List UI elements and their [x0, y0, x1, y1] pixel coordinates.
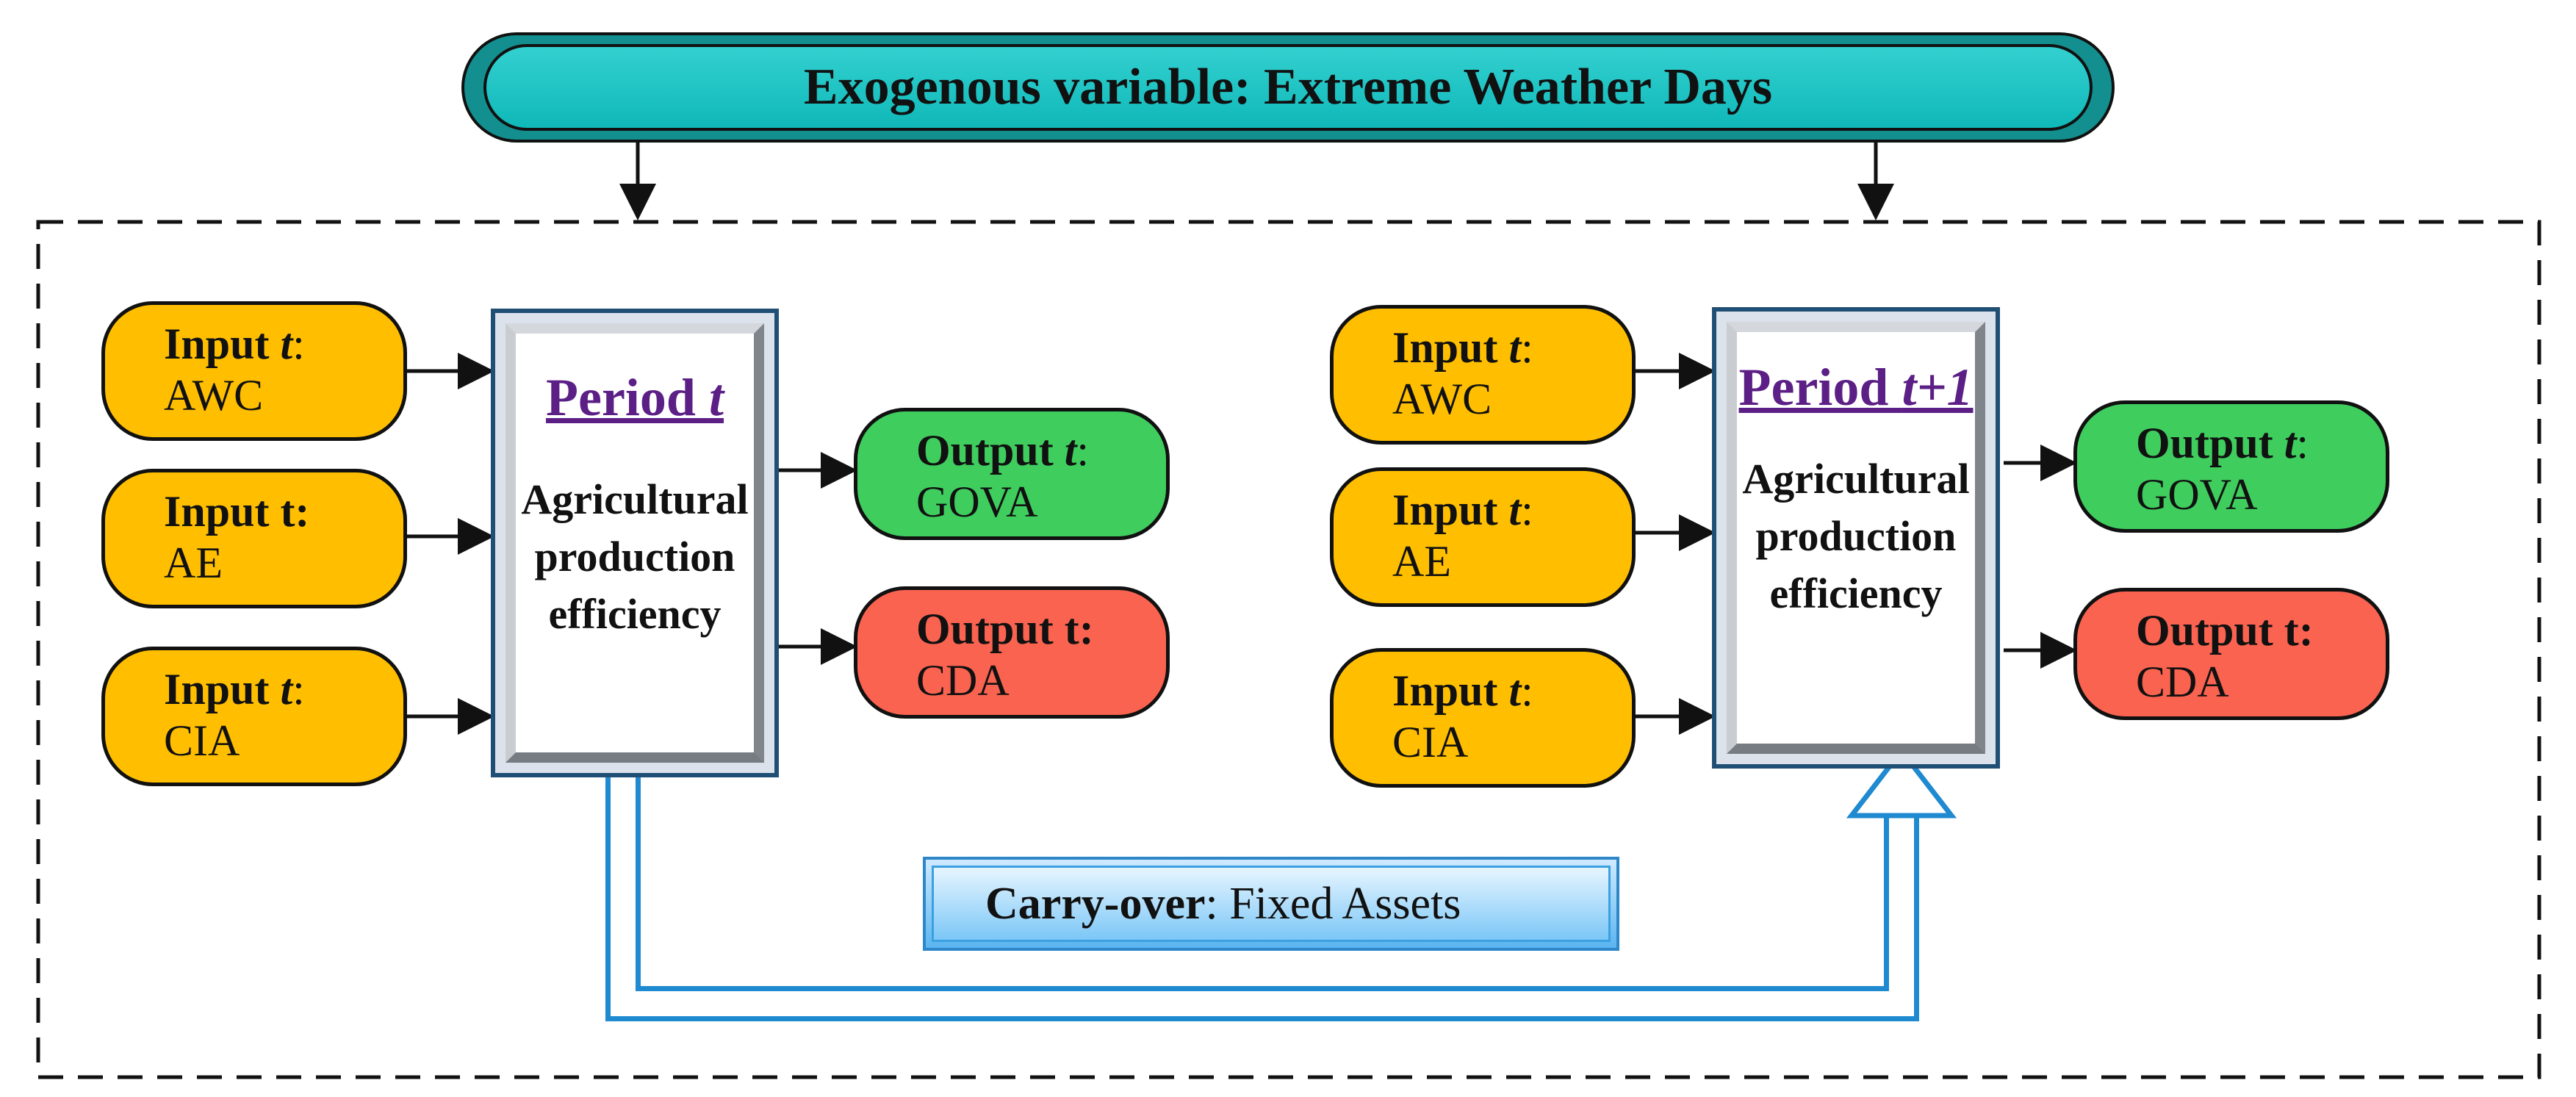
right-input-ae: Input t: AE: [1330, 467, 1636, 607]
right-output-cda: Output t: CDA: [2073, 588, 2389, 720]
period-t-box: Period t Agricultural production efficie…: [491, 309, 779, 777]
period-t1-box: Period t+1 Agricultural production effic…: [1712, 307, 2000, 769]
carryover-label: Carry-over: Fixed Assets: [932, 866, 1611, 942]
left-output-cda: Output t: CDA: [854, 586, 1170, 719]
period-t-body: Agricultural production efficiency: [521, 475, 749, 638]
carryover-box: Carry-over: Fixed Assets: [923, 857, 1619, 951]
exogenous-banner: Exogenous variable: Extreme Weather Days: [483, 44, 2093, 131]
left-input-ae: Input t: AE: [101, 469, 407, 608]
left-input-cia: Input t: CIA: [101, 647, 407, 786]
right-output-gova: Output t: GOVA: [2073, 400, 2389, 533]
carryover-connector: [605, 747, 1957, 1021]
period-t1-body: Agricultural production efficiency: [1742, 455, 1970, 617]
period-t-title: Period t: [546, 368, 724, 427]
left-output-gova: Output t: GOVA: [854, 408, 1170, 540]
banner-label: Exogenous variable: Extreme Weather Days: [803, 59, 1773, 115]
right-input-awc: Input t: AWC: [1330, 305, 1636, 445]
period-t1-title: Period t+1: [1738, 358, 1974, 417]
right-input-cia: Input t: CIA: [1330, 648, 1636, 788]
left-input-awc: Input t: AWC: [101, 301, 407, 441]
dashed-frame: [36, 220, 2541, 1079]
